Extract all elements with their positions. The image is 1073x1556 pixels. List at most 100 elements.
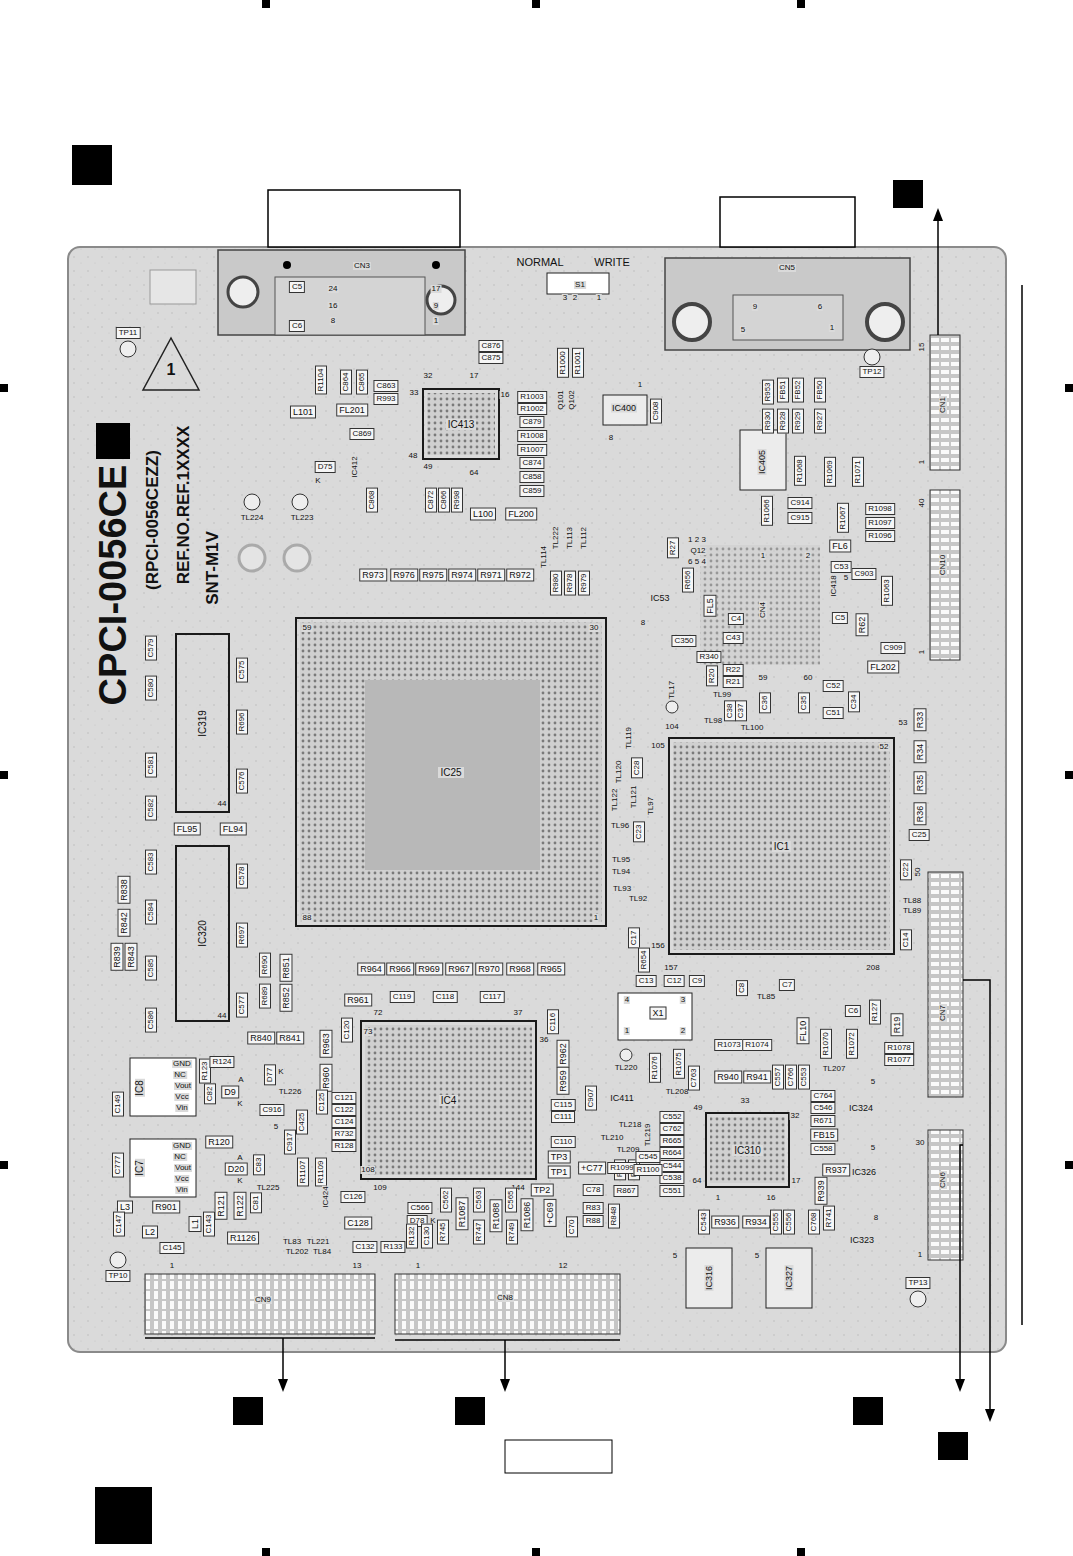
component-designator: R852 xyxy=(280,984,293,1012)
silkscreen-text: 32 xyxy=(790,1112,801,1120)
silkscreen-text: 1 xyxy=(760,552,766,560)
bracket-line xyxy=(1021,285,1023,1325)
component-designator: C118 xyxy=(433,991,458,1003)
component-designator: R21 xyxy=(723,676,744,688)
component-designator: C8 xyxy=(736,980,748,996)
silkscreen-text: 8 xyxy=(873,1214,879,1222)
silkscreen-text: 108 xyxy=(360,1166,375,1174)
mounting-hole xyxy=(674,304,710,340)
component-designator: R1096 xyxy=(865,530,895,542)
component-designator: R745 xyxy=(437,1219,449,1244)
mounting-hole xyxy=(867,304,903,340)
silkscreen-text: (RPCI-0056CEZZ) xyxy=(144,449,161,591)
silkscreen-text: 105 xyxy=(650,742,665,750)
silkscreen-text: NORMAL xyxy=(515,257,564,268)
component-designator: C583 xyxy=(145,849,157,874)
component-designator: FL200 xyxy=(505,508,537,521)
silkscreen-text: CN8 xyxy=(496,1294,514,1302)
test-point xyxy=(910,1291,926,1307)
component-designator: R964 xyxy=(357,963,385,976)
component-designator: C577 xyxy=(236,992,248,1017)
component-designator: R124 xyxy=(209,1056,234,1068)
silkscreen-text: 49 xyxy=(423,463,434,471)
silkscreen-text: 16 xyxy=(766,1194,777,1202)
component-designator: R1063 xyxy=(881,576,893,606)
component-designator: R966 xyxy=(386,963,414,976)
component-designator: R27 xyxy=(667,538,679,559)
silkscreen-text: SNT-M1V xyxy=(204,530,221,606)
silkscreen-text: 157 xyxy=(663,964,678,972)
bga-pad-field xyxy=(300,622,602,922)
index-square xyxy=(455,1397,485,1425)
component-designator: C124 xyxy=(331,1116,356,1128)
component-designator: C43 xyxy=(723,632,744,644)
component-designator: C917 xyxy=(284,1129,296,1154)
bracket-line xyxy=(145,1337,375,1339)
silkscreen-text: TL207 xyxy=(822,1065,847,1073)
arrowhead xyxy=(278,1379,288,1392)
component-designator: C766 xyxy=(785,1064,797,1089)
component-designator: C37 xyxy=(735,701,747,722)
silkscreen-text: GND xyxy=(172,1060,192,1068)
component-designator: C143 xyxy=(203,1211,215,1236)
component-designator: R656 xyxy=(682,567,694,592)
component-designator: R842 xyxy=(118,909,131,937)
silkscreen-text: K xyxy=(236,1100,243,1108)
silkscreen-text: 30 xyxy=(915,1139,926,1147)
component-designator: R848 xyxy=(608,1203,620,1228)
component-designator: C6 xyxy=(845,1005,861,1017)
component-designator: C859 xyxy=(519,485,544,497)
silkscreen-text: IC324 xyxy=(848,1104,874,1113)
silkscreen-text: 1 xyxy=(433,317,439,325)
silkscreen-text: IC405 xyxy=(758,449,767,475)
component-designator: C22 xyxy=(900,860,912,881)
silkscreen-text: 12 xyxy=(558,1262,569,1270)
registration-mark xyxy=(262,1548,270,1556)
component-designator: X1 xyxy=(649,1007,666,1020)
component-designator: C551 xyxy=(659,1185,684,1197)
leader-line xyxy=(960,1145,963,1380)
component-designator: C585 xyxy=(145,955,157,980)
silkscreen-text: 49 xyxy=(693,1104,704,1112)
component-designator: R972 xyxy=(506,569,534,582)
ic-package: IC413 xyxy=(422,388,500,460)
component-designator: R1126 xyxy=(227,1232,259,1245)
silkscreen-text: 44 xyxy=(217,1012,228,1020)
component-designator: R690 xyxy=(259,952,271,977)
board-connector xyxy=(930,490,960,660)
component-designator: R1071 xyxy=(852,457,864,487)
silkscreen-text: 59 xyxy=(758,674,769,682)
component-designator: C874 xyxy=(519,457,544,469)
component-designator: R927 xyxy=(814,408,826,433)
component-designator: R120 xyxy=(205,1136,233,1149)
component-designator: D75 xyxy=(315,461,336,473)
component-designator: R1075 xyxy=(673,1049,685,1079)
component-designator: R940 xyxy=(714,1071,742,1084)
component-designator: R133 xyxy=(380,1241,405,1253)
component-designator: R928 xyxy=(777,408,789,433)
silkscreen-text: TL208 xyxy=(665,1088,690,1096)
silkscreen-text: 9 xyxy=(433,302,439,310)
silkscreen-text: 64 xyxy=(469,469,480,477)
ic-designator: IC319 xyxy=(197,708,208,739)
silkscreen-text: IC327 xyxy=(785,1265,794,1291)
component-designator: R953 xyxy=(762,379,774,404)
component-designator: R841 xyxy=(276,1032,304,1045)
silkscreen-text: TL121 xyxy=(630,785,638,810)
arrowhead xyxy=(985,1409,995,1422)
silkscreen-text: A xyxy=(237,1076,244,1084)
board-connector xyxy=(145,1274,375,1334)
component-designator: C9 xyxy=(689,975,705,987)
component-designator: C763 xyxy=(688,1065,700,1090)
component-designator: R1003 xyxy=(517,391,547,403)
qfp-pad-field xyxy=(427,393,495,455)
silkscreen-text: NC xyxy=(173,1071,187,1079)
silkscreen-text: 73 xyxy=(363,1028,374,1036)
mounting-hole xyxy=(228,277,258,307)
component-designator: C558 xyxy=(810,1143,835,1155)
component-designator: C580 xyxy=(145,675,157,700)
component-designator: C565 xyxy=(505,1187,517,1212)
silkscreen-text: TL85 xyxy=(756,993,776,1001)
